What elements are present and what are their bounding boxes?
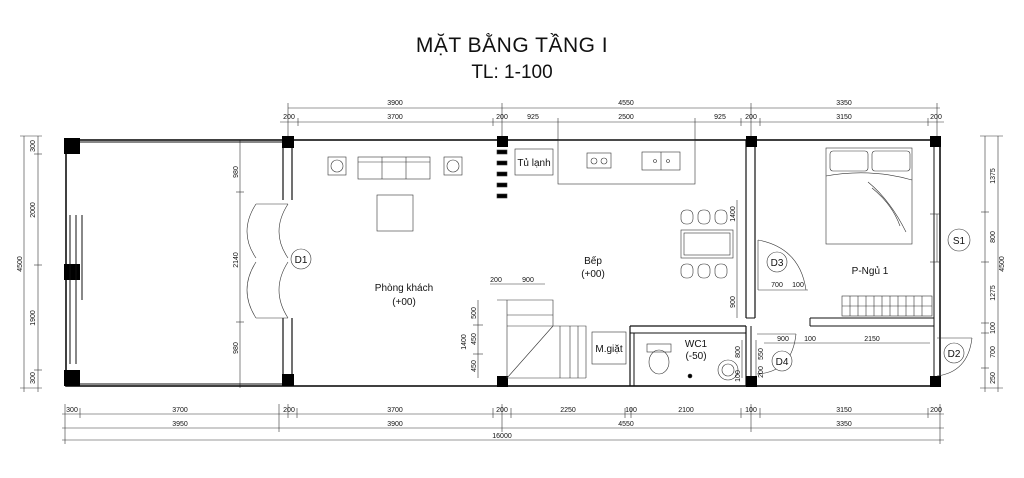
dim-bottom-outer-3: 4550 [618, 421, 634, 428]
wardrobe [841, 295, 933, 317]
room-name-kitchen: Bếp [584, 255, 602, 267]
dim-left-outer: 4500 [17, 256, 24, 272]
door-tag-d4: D4 [776, 357, 789, 368]
dim-interior-1: 200 [490, 277, 502, 284]
dim-interior-6: 450 [471, 360, 478, 372]
door-tag-d3: D3 [771, 258, 784, 269]
room-name-living: Phòng khách [375, 283, 433, 294]
entrance-door-d1 [246, 203, 289, 319]
dim-top-outer-2: 4550 [618, 100, 634, 107]
dining-table [680, 209, 734, 279]
dim-interior-4: 1400 [461, 334, 468, 350]
fixture-label-fridge: Tủ lạnh [517, 157, 550, 169]
dim-door-wall-2: 2140 [233, 252, 240, 268]
dim-interior-16: 800 [735, 346, 742, 358]
dim-interior-3: 500 [471, 307, 478, 319]
kitchen-counter [514, 139, 696, 185]
door-tags [290, 228, 971, 372]
dim-bottom-total: 16000 [492, 433, 512, 440]
dim-bottom-inner-7: 100 [625, 407, 637, 414]
dim-bottom-inner-4: 3700 [387, 407, 403, 414]
bed [825, 147, 913, 245]
dim-bottom-outer-1: 3950 [172, 421, 188, 428]
dim-bottom-inner-8: 2100 [678, 407, 694, 414]
dim-right-inner-4: 100 [990, 322, 997, 334]
bedroom-window [930, 213, 940, 263]
dim-top-inner-1: 200 [283, 114, 295, 121]
dim-door-wall-1: 980 [233, 166, 240, 178]
dim-interior-15: 200 [758, 366, 765, 378]
dim-interior-5: 450 [471, 333, 478, 345]
dim-bottom-inner-9: 100 [745, 407, 757, 414]
dimension-lines [20, 103, 1003, 444]
dim-interior-13: 2150 [864, 336, 880, 343]
dim-interior-12: 100 [804, 336, 816, 343]
dim-interior-8: 900 [730, 296, 737, 308]
dim-bottom-inner-6: 2250 [560, 407, 576, 414]
room-level-wc: (-50) [685, 351, 706, 362]
dim-left-inner-1: 300 [30, 140, 37, 152]
dim-top-inner-9: 200 [930, 114, 942, 121]
dim-interior-11: 900 [777, 336, 789, 343]
dim-top-inner-7: 200 [745, 114, 757, 121]
dim-right-inner-1: 1375 [990, 168, 997, 184]
dim-right-inner-5: 700 [990, 346, 997, 358]
dim-interior-2: 900 [522, 277, 534, 284]
dim-bottom-inner-3: 200 [283, 407, 295, 414]
dim-top-inner-3: 200 [496, 114, 508, 121]
dim-bottom-inner-11: 200 [930, 407, 942, 414]
dim-right-outer: 4500 [999, 256, 1006, 272]
dim-interior-17: 100 [735, 370, 742, 382]
dim-top-inner-6: 925 [714, 114, 726, 121]
dim-top-inner-4: 925 [527, 114, 539, 121]
door-tag-d1: D1 [295, 255, 308, 266]
dim-bottom-inner-2: 3700 [172, 407, 188, 414]
walls [65, 139, 941, 387]
dim-bottom-inner-1: 300 [66, 407, 78, 414]
room-name-bedroom: P-Ngủ 1 [852, 265, 889, 277]
dim-interior-14: 550 [758, 348, 765, 360]
front-gate [69, 215, 83, 364]
room-level-living: (+00) [392, 297, 416, 308]
dim-left-inner-2: 2000 [30, 202, 37, 218]
door-tag-d2: D2 [948, 349, 961, 360]
dim-bottom-outer-2: 3900 [387, 421, 403, 428]
dim-interior-10: 100 [792, 282, 804, 289]
dim-right-inner-3: 1275 [990, 285, 997, 301]
fixture-label-washer: M.giặt [595, 344, 622, 355]
dim-top-inner-5: 2500 [618, 114, 634, 121]
window-tag-s1: S1 [953, 236, 966, 247]
sofa-set [327, 156, 463, 232]
wc-fixtures [646, 343, 739, 381]
staircase [496, 149, 587, 379]
drawing-title: MẶT BẰNG TẦNG I [415, 34, 609, 57]
door-d2-swing [936, 337, 973, 377]
dim-top-inner-2: 3700 [387, 114, 403, 121]
washing-machine [591, 331, 627, 365]
dim-top-outer-1: 3900 [387, 100, 403, 107]
dim-right-inner-6: 250 [990, 372, 997, 384]
room-level-kitchen: (+00) [581, 269, 605, 280]
dim-interior-7: 1400 [730, 206, 737, 222]
dim-interior-9: 700 [771, 282, 783, 289]
dim-left-inner-4: 300 [30, 372, 37, 384]
dim-right-inner-2: 800 [990, 231, 997, 243]
dim-bottom-inner-5: 200 [496, 407, 508, 414]
dim-top-outer-3: 3350 [836, 100, 852, 107]
dim-bottom-inner-10: 3150 [836, 407, 852, 414]
dim-door-wall-3: 980 [233, 342, 240, 354]
door-d3-swing [757, 239, 807, 291]
dim-top-inner-8: 3150 [836, 114, 852, 121]
drawing-scale: TL: 1-100 [471, 62, 553, 83]
room-name-wc: WC1 [685, 339, 708, 350]
dim-left-inner-3: 1900 [30, 310, 37, 326]
dim-bottom-outer-4: 3350 [836, 421, 852, 428]
